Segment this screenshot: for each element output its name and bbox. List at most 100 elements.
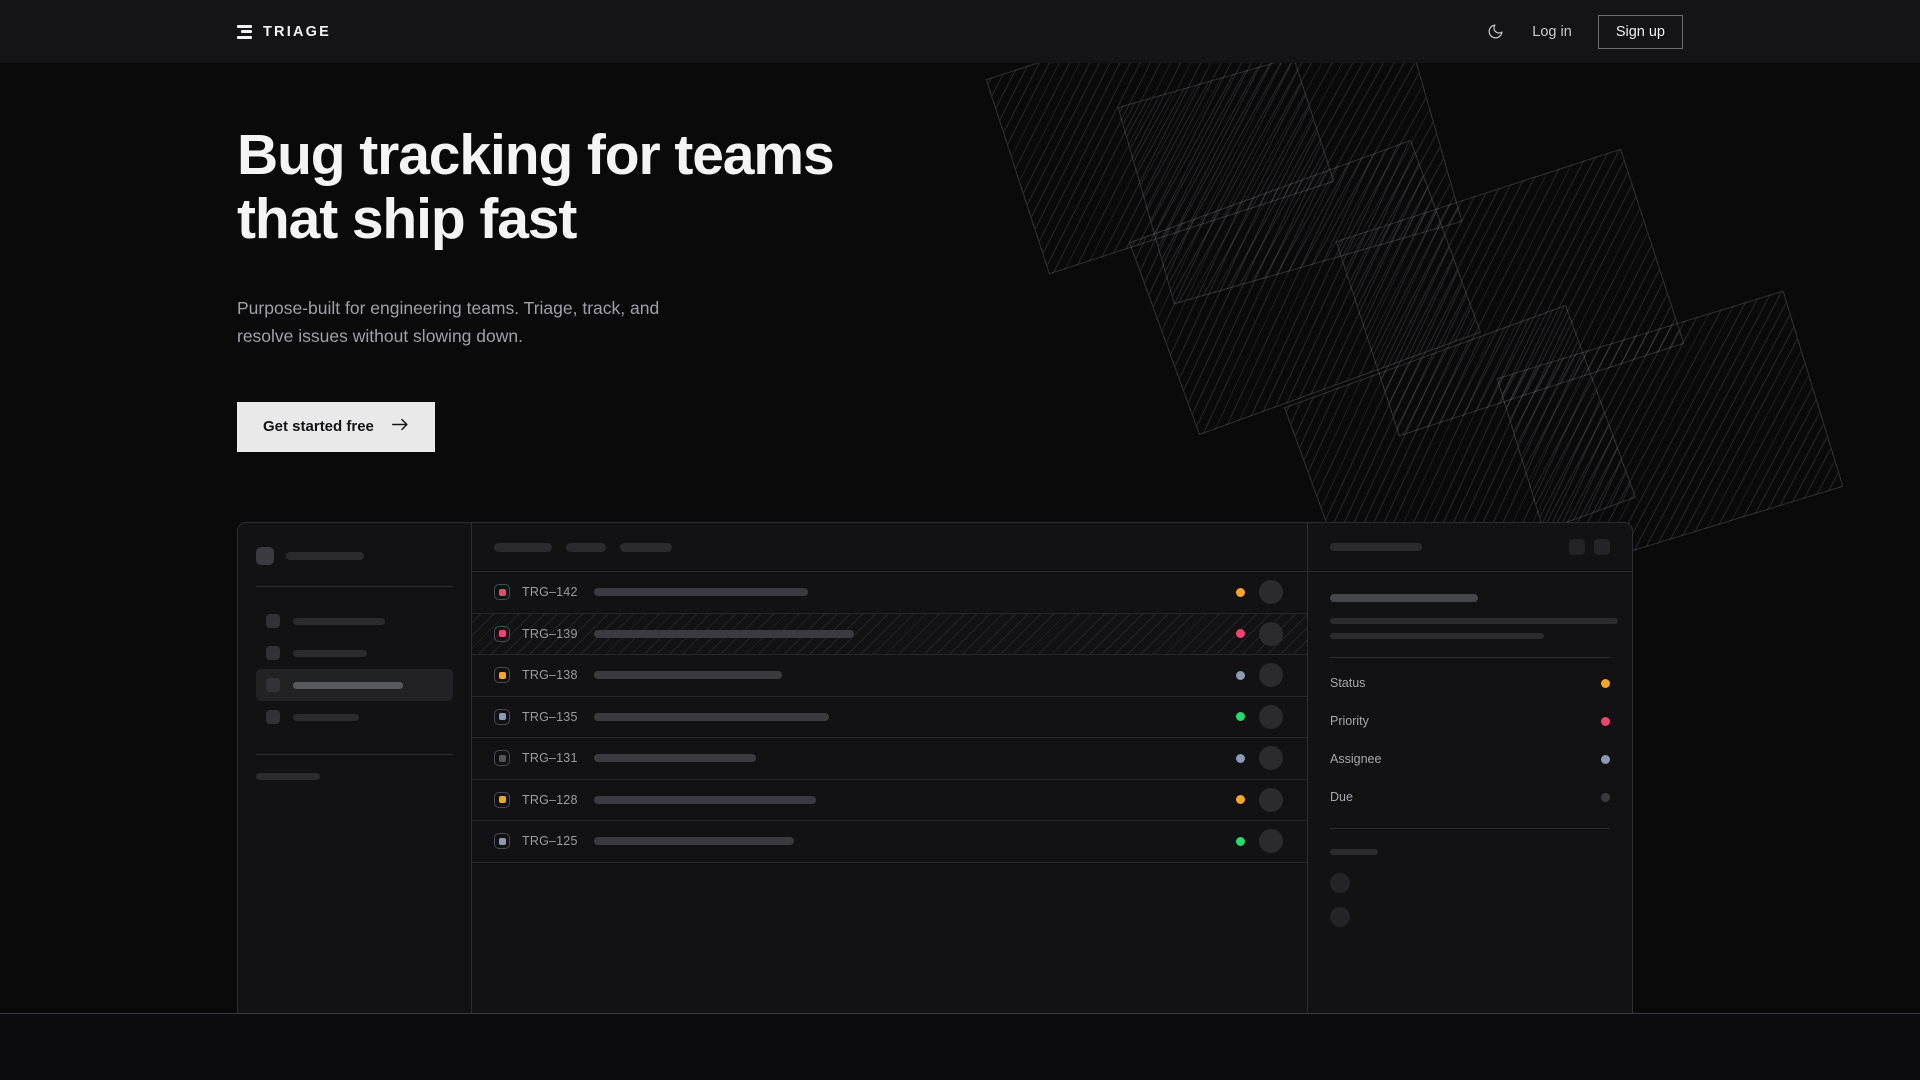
status-dot xyxy=(1236,753,1245,763)
page-footer xyxy=(0,1014,1920,1080)
sidebar-sublist xyxy=(256,780,453,798)
issue-meta xyxy=(1236,746,1307,771)
get-started-label: Get started free xyxy=(263,418,374,436)
priority-icon xyxy=(494,625,510,642)
nav-icon xyxy=(266,678,280,692)
detail-panel-header xyxy=(1308,523,1632,572)
status-dot xyxy=(1236,629,1245,639)
status-dot xyxy=(1236,670,1245,680)
detail-text-placeholder xyxy=(1330,618,1618,624)
workspace-name-placeholder xyxy=(286,552,364,560)
issue-title-placeholder xyxy=(594,795,816,804)
assignee-avatar xyxy=(1259,829,1283,854)
login-link[interactable]: Log in xyxy=(1532,23,1572,40)
detail-divider xyxy=(1330,657,1610,658)
attribute-label: Due xyxy=(1330,790,1353,804)
moon-icon[interactable] xyxy=(1484,21,1506,43)
sidebar-item-1[interactable] xyxy=(256,605,453,637)
filter-pill[interactable] xyxy=(566,542,606,552)
nav-label-placeholder xyxy=(293,617,385,625)
activity-avatar xyxy=(1330,907,1350,927)
attribute-label: Assignee xyxy=(1330,752,1382,766)
assignee-avatar xyxy=(1259,621,1283,646)
assignee-avatar xyxy=(1259,704,1283,729)
detail-attribute-row[interactable]: Assignee xyxy=(1330,740,1610,778)
issue-meta xyxy=(1236,704,1307,729)
nav-icon xyxy=(266,646,280,660)
brand-name: TRIAGE xyxy=(263,23,331,40)
detail-title-placeholder xyxy=(1330,543,1422,551)
nav-icon xyxy=(266,614,280,628)
priority-icon xyxy=(494,667,510,684)
issue-row[interactable]: TRG–135 xyxy=(472,697,1307,738)
issue-id: TRG–142 xyxy=(522,585,578,600)
issue-row[interactable]: TRG–139 xyxy=(472,613,1307,655)
issue-meta xyxy=(1236,621,1307,646)
detail-action-button-1[interactable] xyxy=(1569,539,1585,555)
nav-icon xyxy=(266,710,280,724)
brand-logo[interactable]: TRIAGE xyxy=(237,24,331,40)
sidebar-item-2[interactable] xyxy=(256,637,453,669)
attribute-value-dot xyxy=(1601,792,1610,802)
detail-attribute-row[interactable]: Status xyxy=(1330,664,1610,702)
detail-heading-placeholder xyxy=(1330,594,1478,602)
attribute-label: Status xyxy=(1330,676,1366,690)
page-title: Bug tracking for teams that ship fast xyxy=(237,123,877,252)
issue-row[interactable]: TRG–138 xyxy=(472,655,1307,697)
attribute-label: Priority xyxy=(1330,714,1369,728)
issue-title-placeholder xyxy=(594,837,794,846)
sidebar-section-label-placeholder xyxy=(256,773,320,780)
activity-avatar xyxy=(1330,873,1350,893)
filter-pill[interactable] xyxy=(620,542,672,552)
detail-attribute-row[interactable]: Due xyxy=(1330,778,1610,816)
issue-meta xyxy=(1236,663,1307,688)
issue-id: TRG–135 xyxy=(522,709,578,724)
issue-title-placeholder xyxy=(594,629,854,638)
mockup-workspace-switcher[interactable] xyxy=(256,547,453,565)
attribute-value-dot xyxy=(1601,716,1610,726)
mockup-sidebar xyxy=(238,523,472,1013)
issue-title-placeholder xyxy=(594,712,829,721)
detail-divider-2 xyxy=(1330,828,1610,829)
priority-icon xyxy=(494,750,510,767)
issue-row[interactable]: TRG–142 xyxy=(472,572,1307,614)
workspace-avatar xyxy=(256,547,274,565)
detail-action-button-2[interactable] xyxy=(1594,539,1610,555)
issue-id: TRG–131 xyxy=(522,751,578,766)
issue-meta xyxy=(1236,580,1307,605)
issue-row[interactable]: TRG–131 xyxy=(472,738,1307,780)
issue-row[interactable]: TRG–128 xyxy=(472,780,1307,821)
attribute-value-dot xyxy=(1601,754,1610,764)
hero-subtext: Purpose-built for engineering teams. Tri… xyxy=(237,297,660,346)
sidebar-divider-2 xyxy=(256,754,453,755)
stacked-bars-logo-icon xyxy=(237,24,252,39)
activity-label-placeholder xyxy=(1330,849,1378,855)
priority-icon xyxy=(494,833,510,850)
attribute-value-dot xyxy=(1601,678,1610,688)
nav-label-placeholder xyxy=(293,649,367,657)
priority-icon xyxy=(494,791,510,808)
detail-attribute-row[interactable]: Priority xyxy=(1330,702,1610,740)
issue-title-placeholder xyxy=(594,754,756,763)
assignee-avatar xyxy=(1259,746,1283,771)
status-dot xyxy=(1236,836,1245,846)
mockup-sidebar-nav xyxy=(256,605,453,733)
get-started-button[interactable]: Get started free xyxy=(237,401,435,452)
sidebar-divider xyxy=(256,586,453,587)
issue-title-placeholder xyxy=(594,671,782,680)
status-dot xyxy=(1236,587,1245,597)
status-dot xyxy=(1236,795,1245,805)
sidebar-item-3-active[interactable] xyxy=(256,669,453,701)
mockup-toolbar xyxy=(472,523,1307,572)
assignee-avatar xyxy=(1259,663,1283,688)
sidebar-item-4[interactable] xyxy=(256,701,453,733)
filter-pill[interactable] xyxy=(494,542,552,552)
signup-button[interactable]: Sign up xyxy=(1597,14,1683,49)
nav-label-placeholder xyxy=(293,713,359,721)
issue-row[interactable]: TRG–125 xyxy=(472,821,1307,863)
assignee-avatar xyxy=(1259,787,1283,812)
